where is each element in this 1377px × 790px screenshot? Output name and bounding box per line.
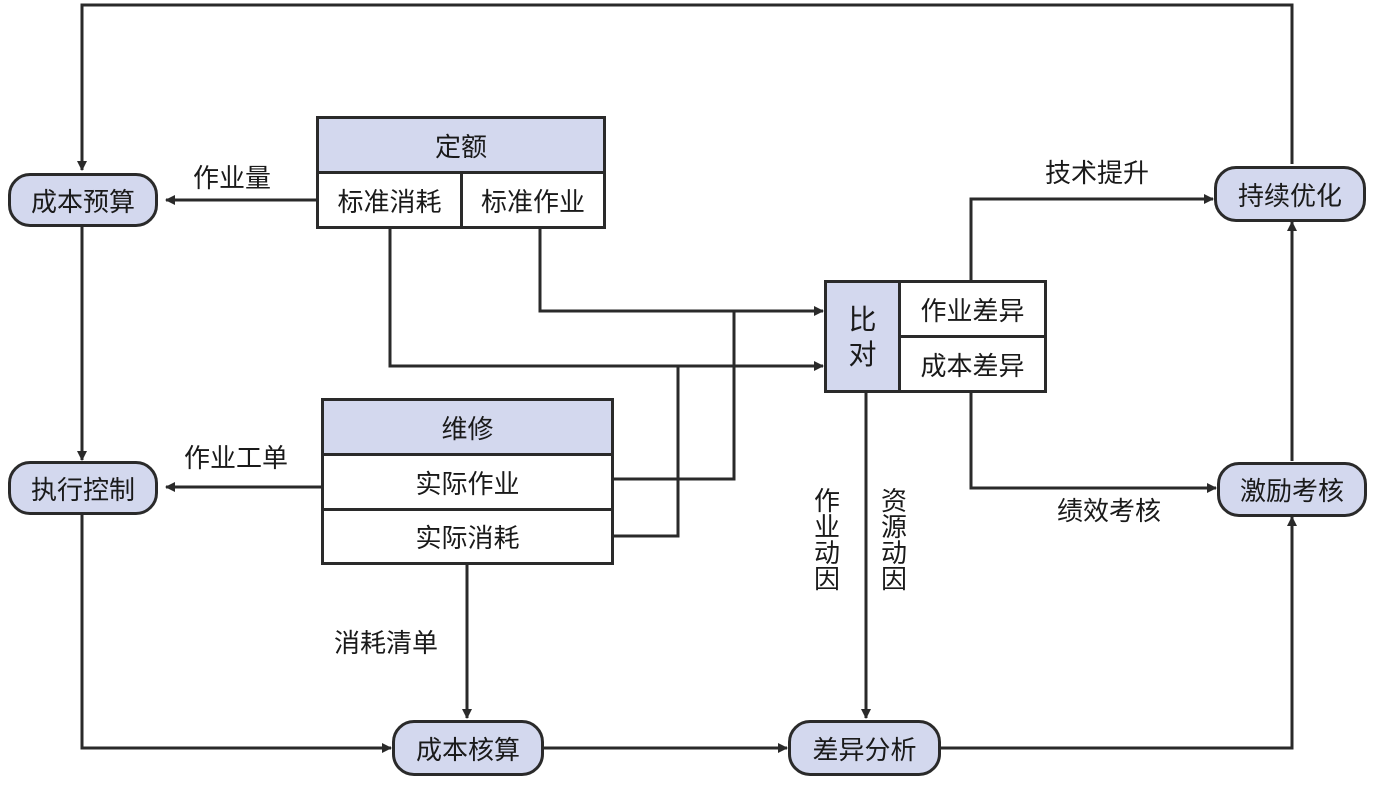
label-performance-assessment: 绩效考核 (1057, 497, 1162, 527)
node-continuous-optimization: 持续优化 (1214, 166, 1366, 222)
edge-optimize-to-budget (77, 3, 1294, 171)
edge-analysis-to-incentive (941, 516, 1297, 750)
node-cost-budget: 成本预算 (8, 173, 158, 227)
compare-cost-variance: 成本差异 (920, 351, 1025, 382)
quota-header: 定额 (319, 119, 603, 174)
edge-execution-to-accounting (80, 514, 392, 753)
label-resource-driver: 资源动因 (880, 487, 907, 595)
quota-table: 定额 标准消耗 标准作业 (316, 116, 606, 229)
maintenance-header: 维修 (324, 401, 611, 456)
maintenance-actual-consumption: 实际消耗 (415, 524, 520, 554)
label-technology-upgrade: 技术提升 (1045, 159, 1150, 189)
compare-table: 比对 作业差异 成本差异 (824, 280, 1047, 393)
node-incentive-assessment: 激励考核 (1217, 462, 1367, 517)
quota-standard-consumption: 标准消耗 (319, 174, 463, 226)
edge-actual-operation-to-compare (612, 311, 736, 481)
label-workload: 作业量 (193, 164, 272, 194)
node-variance-analysis: 差异分析 (788, 720, 941, 776)
label-activity-driver: 作业动因 (813, 487, 840, 595)
label-work-order: 作业工单 (184, 444, 289, 474)
edge-actual-consumption-to-compare (612, 366, 680, 538)
label-consumption-list: 消耗清单 (334, 629, 439, 659)
node-cost-accounting: 成本核算 (392, 720, 544, 776)
edge-standard-operation-to-compare (538, 228, 824, 316)
node-execution-control: 执行控制 (8, 461, 158, 515)
compare-header: 比对 (827, 283, 901, 390)
edge-standard-consumption-to-compare (388, 228, 824, 371)
maintenance-actual-operation: 实际作业 (324, 456, 611, 511)
quota-standard-operation: 标准作业 (480, 187, 585, 218)
compare-operation-variance: 作业差异 (901, 283, 1044, 338)
edge-cost-variance-to-incentive (969, 393, 1217, 493)
maintenance-table: 维修 实际作业 实际消耗 (321, 398, 614, 565)
edge-operation-variance-to-optimize (969, 194, 1214, 281)
